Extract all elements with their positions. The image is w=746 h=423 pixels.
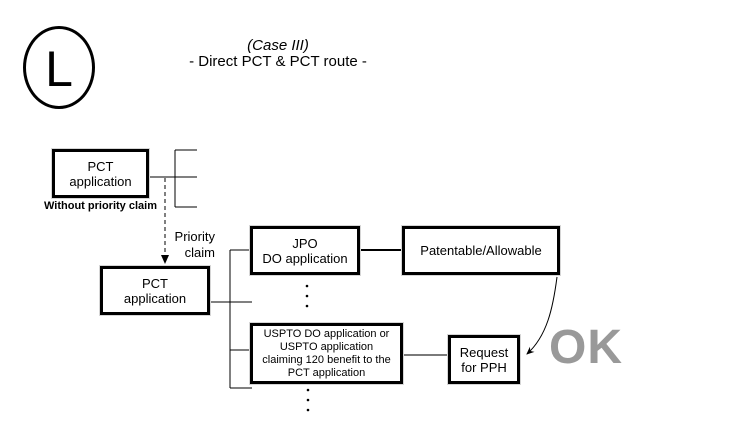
fork-bottom	[210, 249, 252, 389]
patentable-allowable-box: Patentable/Allowable	[402, 226, 560, 275]
pct-application-1-label: PCT application	[69, 158, 132, 189]
pct-application-2-label: PCT application	[123, 275, 187, 306]
ellipsis-dots-upper	[305, 284, 309, 308]
patentable-allowable-label: Patentable/Allowable	[420, 243, 542, 258]
request-for-pph-box: Request for PPH	[448, 335, 520, 384]
jpo-do-application-label: JPO DO application	[262, 235, 348, 266]
l-badge-letter: L	[45, 40, 73, 97]
fork-top	[149, 149, 197, 208]
ellipsis-dots-lower	[306, 388, 310, 412]
uspto-application-box: USPTO DO application or USPTO applicatio…	[250, 323, 403, 384]
curved-arrow-patentable-to-request	[526, 276, 558, 355]
without-priority-claim-note: Without priority claim	[44, 200, 157, 212]
uspto-application-label: USPTO DO application or USPTO applicatio…	[262, 327, 391, 379]
ok-status-label: OK	[549, 321, 623, 374]
request-for-pph-label: Request for PPH	[459, 344, 509, 375]
route-label: - Direct PCT & PCT route -	[189, 53, 367, 70]
pct-application-1-box: PCT application	[52, 149, 149, 198]
jpo-do-application-box: JPO DO application	[250, 226, 360, 275]
l-badge: L	[23, 26, 95, 109]
priority-claim-dashed-arrow	[161, 178, 169, 264]
diagram-title: (Case III) - Direct PCT & PCT route -	[128, 38, 428, 70]
case-label: (Case III)	[247, 37, 309, 54]
pct-application-2-box: PCT application	[100, 266, 210, 315]
priority-claim-label: Priority claim	[174, 229, 215, 260]
